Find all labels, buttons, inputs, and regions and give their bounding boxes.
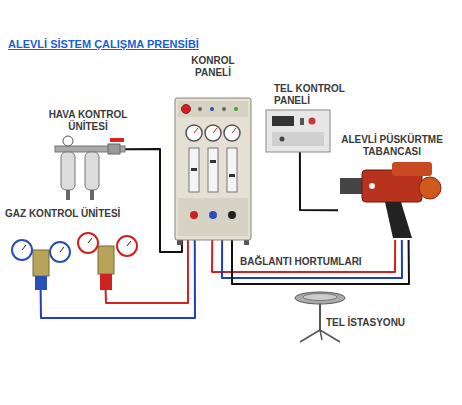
indicator-lamp: [198, 107, 202, 111]
gas-gauge: [12, 240, 32, 260]
equipment-label: KONROL PANELİ: [183, 55, 243, 79]
gauge-needle: [22, 245, 26, 250]
gas-gauge: [50, 242, 70, 262]
indicator-lamp: [210, 107, 214, 111]
indicator-lamp: [222, 107, 226, 111]
pressure-gauge: [224, 125, 240, 141]
equipment-label: TEL KONTROL PANELİ: [274, 83, 356, 107]
control-cabinet: [175, 98, 251, 245]
flow-meter: [227, 148, 237, 192]
cabinet-lower: [178, 198, 248, 236]
equipment-node: KONROL PANELİ: [175, 98, 251, 240]
hose-line: [222, 240, 402, 278]
box-body: [266, 110, 330, 152]
equipment-node: TEL KONTROL PANELİ: [266, 110, 330, 152]
gas-gauge: [117, 236, 137, 256]
connector: [280, 137, 285, 142]
gauge-needle: [213, 128, 217, 133]
indicator-lamp: [234, 107, 238, 111]
stand-leg: [320, 330, 340, 342]
hose-label: BAĞLANTI HORTUMLARI: [240, 256, 362, 268]
switch: [300, 118, 304, 125]
valve-knob: [228, 211, 236, 219]
cabinet-strip: [178, 101, 248, 117]
stand-leg: [320, 330, 322, 340]
gauge-needle: [127, 241, 131, 246]
gun-knob: [419, 177, 441, 199]
regulator-knob: [100, 274, 112, 290]
equipment-label: GAZ KONTROL ÜNİTESİ: [5, 208, 135, 220]
gauge-needle: [60, 247, 64, 252]
valve-knob: [209, 211, 217, 219]
regulator-body: [33, 250, 49, 276]
gauge-needle: [194, 128, 198, 133]
regulator-body: [98, 246, 114, 274]
pressure-gauge: [186, 125, 202, 141]
wire-reel: [295, 292, 345, 304]
hose-line: [232, 240, 409, 284]
filter-bowl: [61, 152, 75, 190]
gas-unit: [12, 233, 137, 290]
equipment-node: TEL İSTASYONU: [292, 292, 348, 342]
page-title: ALEVLİ SİSTEM ÇALIŞMA PRENSİBİ: [8, 38, 199, 50]
gauge-needle: [88, 238, 92, 243]
drain: [90, 190, 94, 200]
flow-float: [229, 174, 235, 177]
air-valve: [108, 144, 120, 154]
hose-line: [212, 240, 395, 272]
equipment-label: ALEVLİ PÜSKÜRTME TABANCASI: [333, 134, 451, 158]
flow-float: [191, 168, 197, 171]
equipment-node: HAVA KONTROL ÜNİTESİ: [55, 140, 125, 202]
flow-float: [210, 160, 216, 163]
flow-meter: [189, 148, 199, 192]
box-lower: [272, 132, 324, 146]
hose-line: [125, 149, 182, 252]
gun-dial: [369, 183, 375, 189]
pressure-gauge: [205, 125, 221, 141]
regulator-knob: [35, 276, 47, 290]
filter-bowl: [85, 152, 99, 190]
spray-gun: [340, 162, 441, 238]
gauge-needle: [232, 128, 236, 133]
wire-control-box: [266, 110, 330, 152]
valve-handle: [110, 138, 124, 142]
equipment-label: TEL İSTASYONU: [326, 317, 416, 329]
gas-gauge: [78, 233, 98, 253]
hose-line: [300, 152, 338, 210]
display: [272, 116, 294, 126]
emergency-button: [182, 105, 191, 114]
air-gauge: [63, 136, 73, 146]
cabinet-body: [175, 98, 251, 240]
equipment-node: GAZ KONTROL ÜNİTESİ: [12, 228, 142, 290]
equipment-label: HAVA KONTROL ÜNİTESİ: [38, 109, 138, 133]
drain: [66, 190, 70, 200]
gun-handle: [385, 202, 412, 238]
flow-meter: [208, 148, 218, 192]
equipment-node: ALEVLİ PÜSKÜRTME TABANCASI: [338, 162, 450, 240]
reel-inner: [303, 294, 337, 301]
gun-motor: [392, 162, 432, 176]
control-knob: [309, 118, 316, 125]
air-unit: [55, 136, 125, 200]
stand-leg: [300, 330, 320, 342]
valve-knob: [190, 211, 198, 219]
